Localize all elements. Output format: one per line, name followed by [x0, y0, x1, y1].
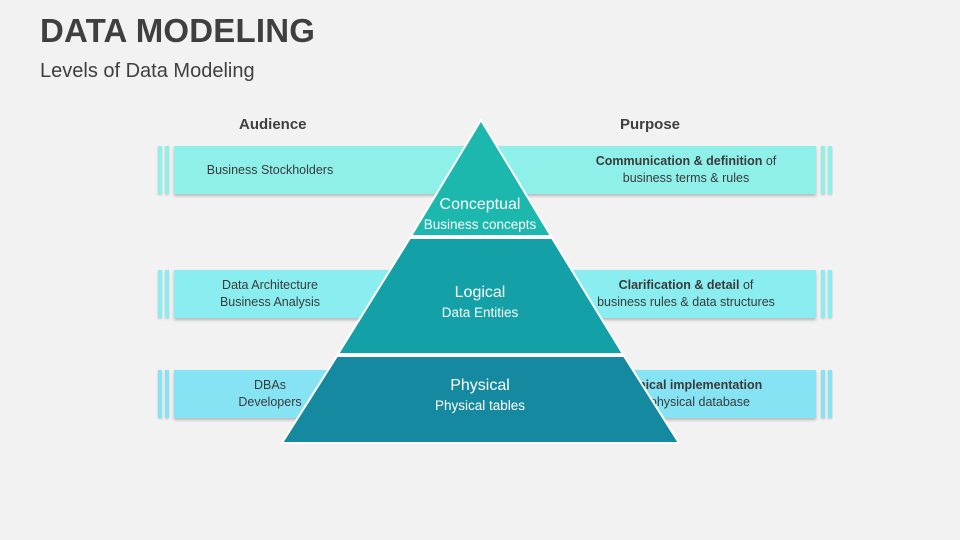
tier-description: Physical tables: [434, 398, 526, 413]
audience-line: DBAs: [254, 378, 286, 392]
band-bracket-right: [828, 270, 832, 318]
purpose-bold: Clarification & detail: [618, 278, 740, 292]
band-bracket-right: [821, 146, 825, 194]
band-bracket-left: [158, 146, 162, 194]
tier-label-logical: Logical Data Entities: [380, 284, 580, 320]
purpose-rest: of: [762, 154, 777, 168]
page-title: DATA MODELING: [40, 12, 316, 49]
purpose-line-1: Communication & definition of: [556, 153, 816, 170]
band-bracket-right: [821, 270, 825, 318]
purpose-rest: of: [739, 278, 754, 292]
band-bracket-right: [821, 370, 825, 418]
purpose-line-2: business terms & rules: [622, 171, 750, 185]
pyramid-tier-logical: [336, 237, 625, 355]
tier-name: Physical: [450, 377, 510, 394]
purpose-logical: Clarification & detail of business rules…: [556, 270, 816, 318]
audience-logical: Data Architecture Business Analysis: [160, 270, 380, 318]
tier-label-conceptual: Conceptual Business concepts: [380, 196, 580, 232]
band-bracket-left: [165, 146, 169, 194]
pyramid-tier-conceptual: [409, 118, 553, 237]
band-bracket-right: [828, 370, 832, 418]
tier-name: Logical: [454, 284, 506, 301]
pyramid-tier-physical: [280, 355, 681, 444]
audience-physical: DBAs Developers: [160, 370, 380, 418]
audience-line: Business Stockholders: [206, 162, 334, 177]
band-bracket-left: [158, 370, 162, 418]
audience-line: Business Analysis: [219, 295, 321, 309]
purpose-bold: Technical implementation: [609, 378, 763, 392]
tier-description: Data Entities: [441, 305, 519, 320]
purpose-conceptual: Communication & definition of business t…: [556, 146, 816, 194]
purpose-line-2: business rules & data structures: [597, 295, 775, 309]
purpose-line-1: Technical implementation: [556, 377, 816, 394]
tier-name: Conceptual: [439, 196, 521, 213]
band-bracket-left: [165, 270, 169, 318]
tier-label-physical: Physical Physical tables: [380, 377, 580, 413]
audience-heading: Audience: [239, 116, 307, 133]
audience-line: Data Architecture: [222, 278, 318, 292]
page-subtitle: Levels of Data Modeling: [40, 60, 255, 82]
band-bracket-left: [165, 370, 169, 418]
purpose-line-1: Clarification & detail of: [556, 277, 816, 294]
band-bracket-left: [158, 270, 162, 318]
purpose-bold: Communication & definition: [595, 154, 763, 168]
audience-conceptual: Business Stockholders: [160, 146, 380, 194]
audience-line: Developers: [238, 395, 302, 409]
band-bracket-right: [828, 146, 832, 194]
purpose-heading: Purpose: [620, 116, 681, 133]
tier-description: Business concepts: [423, 217, 537, 232]
